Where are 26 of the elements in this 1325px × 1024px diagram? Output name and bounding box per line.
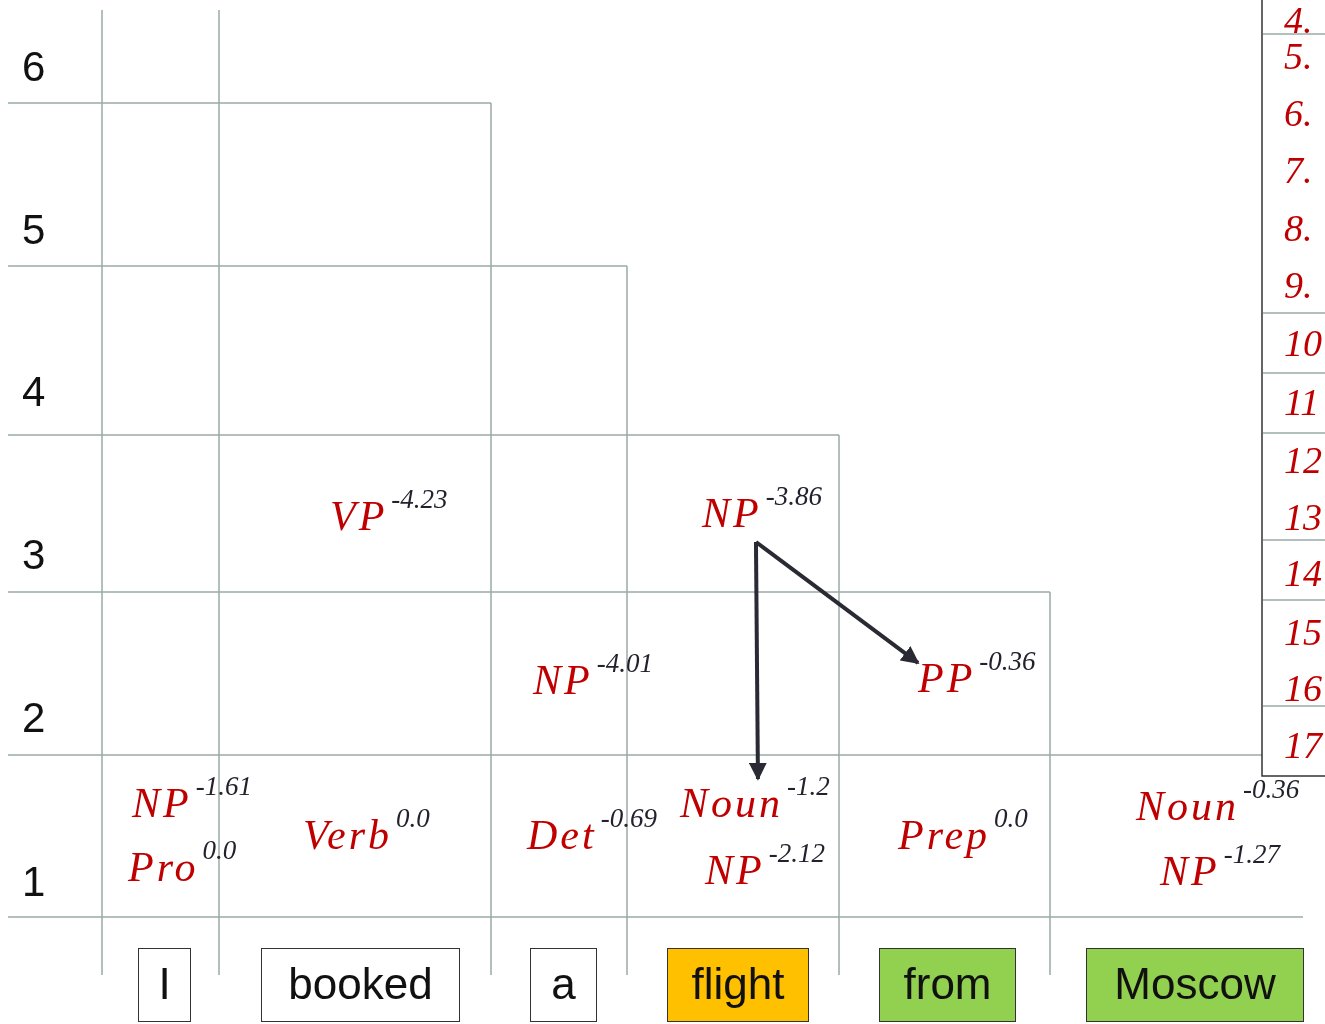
list-number: 6. xyxy=(1284,93,1313,133)
arrow xyxy=(754,540,920,665)
list-number: 9. xyxy=(1284,265,1313,305)
list-number: 15 xyxy=(1284,612,1322,652)
list-number: 12 xyxy=(1284,440,1322,480)
word-box: a xyxy=(530,948,597,1022)
list-number: 16 xyxy=(1284,668,1322,708)
row-number: 6 xyxy=(22,45,46,89)
list-number: 14 xyxy=(1284,553,1322,593)
row-number: 3 xyxy=(22,533,46,577)
list-number: 8. xyxy=(1284,208,1313,248)
row-number: 5 xyxy=(22,208,46,252)
list-number: 11 xyxy=(1284,382,1320,422)
word-box: Moscow xyxy=(1086,948,1304,1022)
word-box: I xyxy=(138,948,191,1022)
list-number: 17 xyxy=(1284,725,1322,765)
row-number: 4 xyxy=(22,370,46,414)
list-number: 10 xyxy=(1284,323,1322,363)
row-number: 2 xyxy=(22,696,46,740)
arrow xyxy=(748,542,767,781)
word-box: from xyxy=(879,948,1016,1022)
word-box: flight xyxy=(667,948,809,1022)
list-number: 13 xyxy=(1284,497,1322,537)
list-number: 7. xyxy=(1284,150,1313,190)
word-box: booked xyxy=(261,948,460,1022)
row-number: 1 xyxy=(22,860,46,904)
